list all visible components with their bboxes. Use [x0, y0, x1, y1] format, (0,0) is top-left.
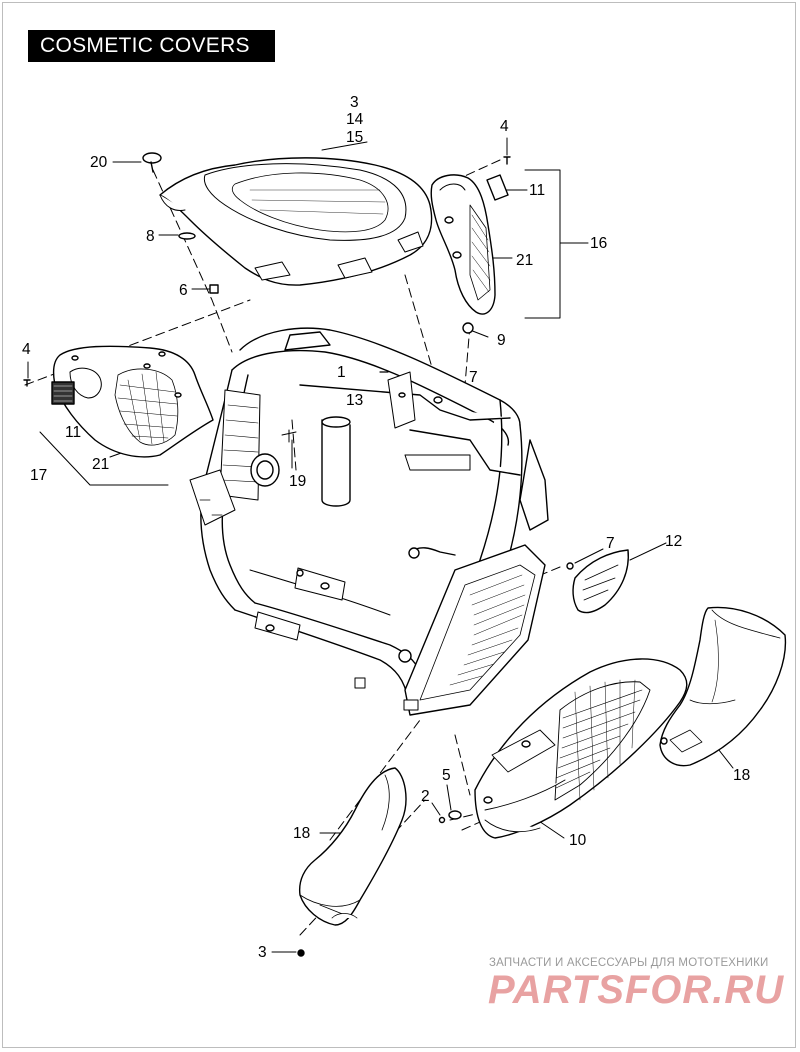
watermark-logo: PARTSFOR.RU — [488, 968, 785, 1012]
callout-13: 13 — [346, 392, 363, 409]
callout-14: 14 — [346, 111, 364, 128]
callout-15: 15 — [346, 129, 363, 146]
callout-4-left: 4 — [22, 341, 31, 358]
callout-8: 8 — [146, 228, 155, 245]
callout-11-right: 11 — [529, 182, 545, 199]
radiator-shroud-10 — [474, 658, 688, 839]
callout-17: 17 — [30, 467, 47, 484]
screw-4-left — [23, 379, 31, 387]
callout-19: 19 — [289, 473, 306, 490]
fastener-5-2 — [438, 810, 462, 824]
screw-4-right — [503, 156, 511, 165]
emblem-11-right — [486, 174, 509, 201]
callout-labels: 3 14 15 4 20 11 16 21 8 6 9 4 1 7 13 11 … — [22, 94, 750, 961]
fastener-20 — [142, 152, 162, 173]
watermark-tagline: ЗАПЧАСТИ И АКСЕССУАРЫ ДЛЯ МОТОТЕХНИКИ — [489, 957, 769, 969]
lower-cover-18-right — [659, 606, 787, 767]
callout-10: 10 — [569, 832, 587, 849]
fastener-6 — [209, 284, 219, 294]
callout-18-left: 18 — [293, 825, 310, 842]
callout-7-top: 7 — [469, 369, 478, 386]
rear-seat-cover — [159, 157, 433, 286]
callout-18-right: 18 — [733, 767, 750, 784]
callout-5: 5 — [442, 767, 451, 784]
callout-4-right: 4 — [500, 118, 509, 135]
callout-16: 16 — [590, 235, 607, 252]
motorcycle-frame — [189, 327, 549, 716]
callout-2: 2 — [421, 788, 430, 805]
callout-21-left: 21 — [92, 456, 109, 473]
callout-11-left: 11 — [65, 424, 81, 441]
emblem-11-left — [51, 381, 75, 405]
callout-1: 1 — [337, 364, 346, 381]
callout-6: 6 — [179, 282, 188, 299]
diagram-title: COSMETIC COVERS — [28, 30, 275, 62]
screw-3-bottom — [297, 949, 305, 957]
grommet-9 — [462, 322, 474, 334]
vent-cover-12 — [566, 549, 629, 614]
callout-7-mid: 7 — [606, 535, 615, 552]
callout-3-top: 3 — [350, 94, 359, 111]
fastener-8 — [178, 232, 196, 240]
callout-9: 9 — [497, 332, 506, 349]
callout-3-bottom: 3 — [258, 944, 267, 961]
callout-20: 20 — [90, 154, 108, 171]
callout-12: 12 — [665, 533, 682, 550]
callout-21-right: 21 — [516, 252, 533, 269]
lower-cover-18-left — [298, 767, 407, 926]
right-side-cover — [430, 174, 496, 315]
